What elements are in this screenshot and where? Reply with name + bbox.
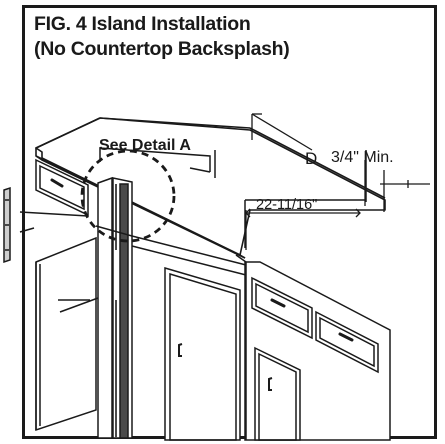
right-lower-cabinet: [235, 254, 391, 441]
dimension-lines: [245, 113, 430, 250]
figure-title: FIG. 4 Island Installation: [34, 13, 251, 35]
side-panel: [97, 176, 133, 439]
dimension-depth-label: 22-11/16": [256, 197, 317, 213]
d-dimension-line: [251, 113, 313, 151]
center-cabinet-door: [164, 266, 241, 441]
figure-subtitle: (No Countertop Backsplash): [34, 38, 290, 60]
detail-a-circle: [80, 149, 176, 243]
see-detail-a-label: See Detail A: [99, 137, 191, 154]
dimension-min-label: 3/4" Min.: [331, 149, 394, 166]
cavity-outline: [99, 147, 367, 248]
cabinet-base-lines: [19, 225, 251, 313]
left-drawer: [19, 158, 89, 217]
left-edge-fragment: [3, 186, 11, 264]
dimension-d-label: D: [305, 149, 317, 168]
left-cabinet-door: [35, 236, 97, 432]
